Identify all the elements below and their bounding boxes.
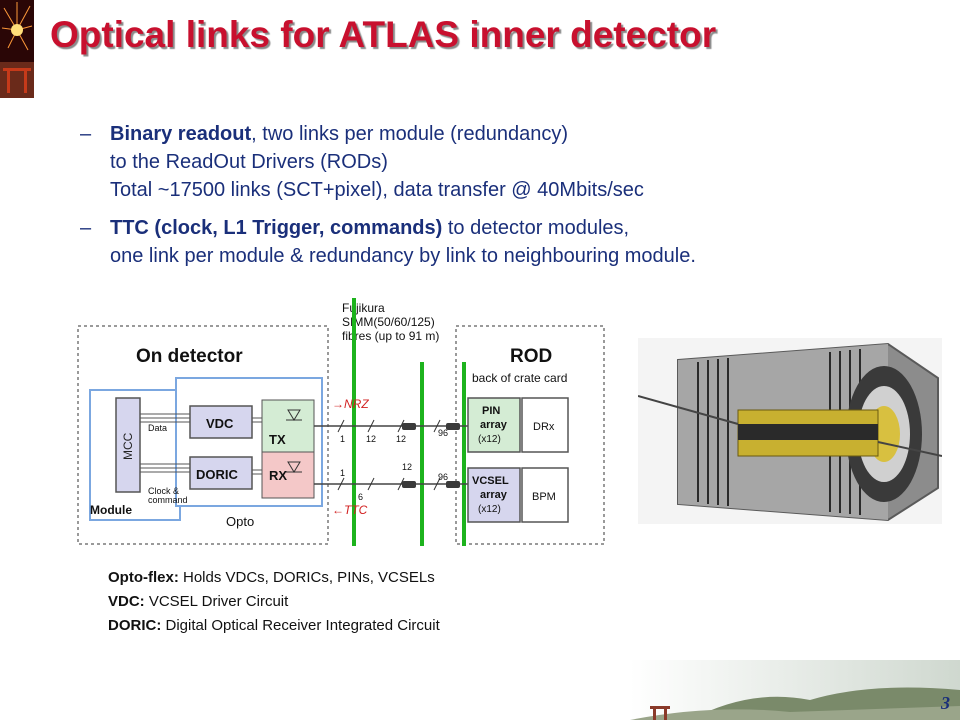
bullet-bold-text: Binary readout bbox=[110, 123, 252, 145]
fibre-count: 6 bbox=[358, 492, 363, 502]
clock-label-line2: command bbox=[148, 495, 188, 505]
fibre-count: 12 bbox=[402, 462, 412, 472]
fibre-label-line2: SIMM(50/60/125) bbox=[342, 315, 435, 329]
bpm-label: BPM bbox=[532, 491, 556, 503]
nrz-label: →NRZ bbox=[332, 397, 369, 411]
opto-label: Opto bbox=[226, 514, 254, 529]
bundle-slashes bbox=[337, 419, 441, 491]
bullet-line: TTC (clock, L1 Trigger, commands) to det… bbox=[110, 214, 940, 242]
drx-block bbox=[521, 397, 569, 453]
fibre-count: 96 bbox=[438, 472, 448, 482]
pin-array-label: array bbox=[480, 419, 508, 431]
bullet-binary-readout: – Binary readout, two links per module (… bbox=[80, 120, 940, 204]
fibre-connectors bbox=[402, 423, 460, 488]
tx-label: TX bbox=[269, 432, 286, 447]
fibre-count: 1 bbox=[340, 434, 345, 444]
vcsel-count-label: (x12) bbox=[478, 504, 501, 515]
rod-sublabel: back of crate card bbox=[472, 371, 567, 385]
definitions-list: Opto-flex: Holds VDCs, DORICs, PINs, VCS… bbox=[108, 566, 440, 638]
corner-decoration-image bbox=[0, 0, 34, 98]
bpm-block bbox=[521, 467, 569, 523]
definition-vdc: VDC: VCSEL Driver Circuit bbox=[108, 590, 440, 614]
definition-term: Opto-flex: bbox=[108, 569, 179, 586]
fibre-count: 12 bbox=[366, 434, 376, 444]
doric-label: DORIC bbox=[196, 467, 239, 482]
drx-label: DRx bbox=[533, 421, 555, 433]
definition-text: VCSEL Driver Circuit bbox=[144, 593, 289, 610]
doric-block bbox=[189, 456, 253, 490]
definition-term: DORIC: bbox=[108, 617, 162, 634]
optical-link-diagram: On detector Module MCC Opto VDC DORIC TX… bbox=[77, 298, 605, 546]
fibre-count: 12 bbox=[396, 434, 406, 444]
fibre-label-line3: fibres (up to 91 m) bbox=[342, 329, 439, 343]
vdc-block bbox=[189, 405, 253, 439]
pin-array-block bbox=[467, 397, 521, 453]
atlas-inner-detector-image bbox=[638, 338, 942, 524]
definition-opto-flex: Opto-flex: Holds VDCs, DORICs, PINs, VCS… bbox=[108, 566, 440, 590]
vcsel-array-block bbox=[467, 467, 521, 523]
vdc-label: VDC bbox=[206, 416, 234, 431]
bullet-text: , two links per module (redundancy) bbox=[251, 123, 568, 145]
fibre-count: 1 bbox=[340, 468, 345, 478]
bullet-line: Total ~17500 links (SCT+pixel), data tra… bbox=[110, 179, 644, 201]
bullet-dash: – bbox=[80, 217, 92, 239]
mcc-label: MCC bbox=[121, 432, 135, 460]
bullet-line: to the ReadOut Drivers (RODs) bbox=[110, 151, 388, 173]
bottom-landscape-decoration bbox=[630, 660, 960, 720]
photodiode-icon bbox=[286, 461, 302, 473]
bullet-bold-text: TTC (clock, L1 Trigger, commands) bbox=[110, 217, 443, 239]
ttc-label: ←TTC bbox=[332, 503, 368, 517]
clock-label-line1: Clock & bbox=[148, 486, 179, 496]
vcsel-label: VCSEL bbox=[472, 475, 509, 487]
definition-doric: DORIC: Digital Optical Receiver Integrat… bbox=[108, 614, 440, 638]
pin-count-label: (x12) bbox=[478, 434, 501, 445]
on-detector-label: On detector bbox=[136, 346, 243, 367]
bullet-ttc: – TTC (clock, L1 Trigger, commands) to d… bbox=[80, 214, 940, 270]
module-label: Module bbox=[90, 503, 132, 517]
data-label: Data bbox=[148, 423, 167, 433]
pin-label: PIN bbox=[482, 405, 500, 417]
definition-term: VDC: bbox=[108, 593, 145, 610]
rx-block bbox=[261, 451, 315, 499]
page-number: 3 bbox=[941, 693, 950, 713]
bullet-text: to detector modules, bbox=[442, 217, 630, 239]
bullet-list: – Binary readout, two links per module (… bbox=[80, 120, 940, 280]
rx-label: RX bbox=[269, 468, 287, 483]
bullet-line: one link per module & redundancy by link… bbox=[110, 245, 696, 267]
fibre-label-line1: Fujikura bbox=[342, 301, 385, 315]
fibre-count: 96 bbox=[438, 428, 448, 438]
laser-diode-icon bbox=[286, 409, 302, 421]
bus-wires bbox=[140, 413, 262, 475]
mcc-block bbox=[115, 397, 141, 493]
rod-label: ROD bbox=[510, 346, 552, 367]
bullet-dash: – bbox=[80, 123, 92, 145]
slide-title: Optical links for ATLAS inner detector bbox=[50, 14, 717, 55]
definition-text: Holds VDCs, DORICs, PINs, VCSELs bbox=[178, 569, 435, 586]
bullet-line: Binary readout, two links per module (re… bbox=[110, 120, 940, 148]
fibre-break-lines bbox=[352, 298, 466, 546]
vcsel-array-label: array bbox=[480, 489, 508, 501]
definition-text: Digital Optical Receiver Integrated Circ… bbox=[161, 617, 440, 634]
